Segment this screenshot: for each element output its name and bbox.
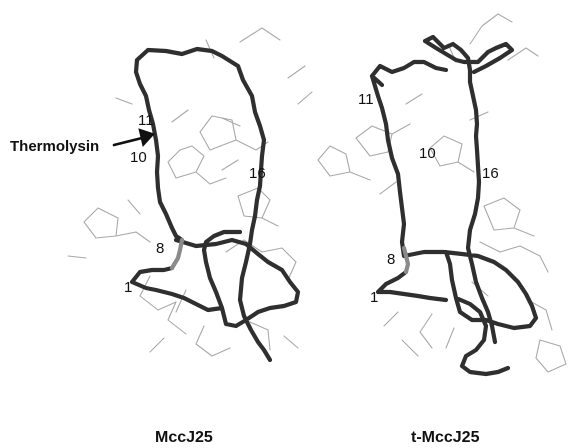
panel-mccj25: 11 10 16 8 1 Thermolysin MccJ25: [10, 27, 313, 446]
mccj25-residue-11: 11: [138, 112, 154, 129]
t-mccj25-residue-10: 10: [419, 145, 436, 162]
t-mccj25-residue-11: 11: [358, 91, 374, 108]
t-mccj25-backbone-highlight: [401, 245, 411, 275]
mccj25-backbone-highlight: [169, 237, 185, 271]
mccj25-residue-8: 8: [156, 240, 164, 257]
t-mccj25-residue-8: 8: [387, 251, 395, 268]
t-mccj25-residue-16: 16: [482, 165, 499, 182]
mccj25-residue-10: 10: [130, 149, 147, 166]
mccj25-residue-1: 1: [124, 279, 132, 296]
t-mccj25-backbone: [369, 34, 539, 377]
t-mccj25-residue-1: 1: [370, 289, 378, 306]
t-mccj25-sidechains: [317, 13, 567, 373]
thermolysin-label: Thermolysin: [10, 138, 99, 155]
mccj25-sidechains: [67, 27, 313, 357]
mccj25-residue-16: 16: [249, 165, 266, 182]
panel-t-mccj25: 11 10 16 8 1 t-MccJ25: [317, 13, 567, 446]
mccj25-title: MccJ25: [155, 429, 213, 446]
mccj25-backbone: [129, 46, 301, 363]
t-mccj25-title: t-MccJ25: [411, 429, 480, 446]
thermolysin-arrow-icon: [112, 128, 155, 148]
